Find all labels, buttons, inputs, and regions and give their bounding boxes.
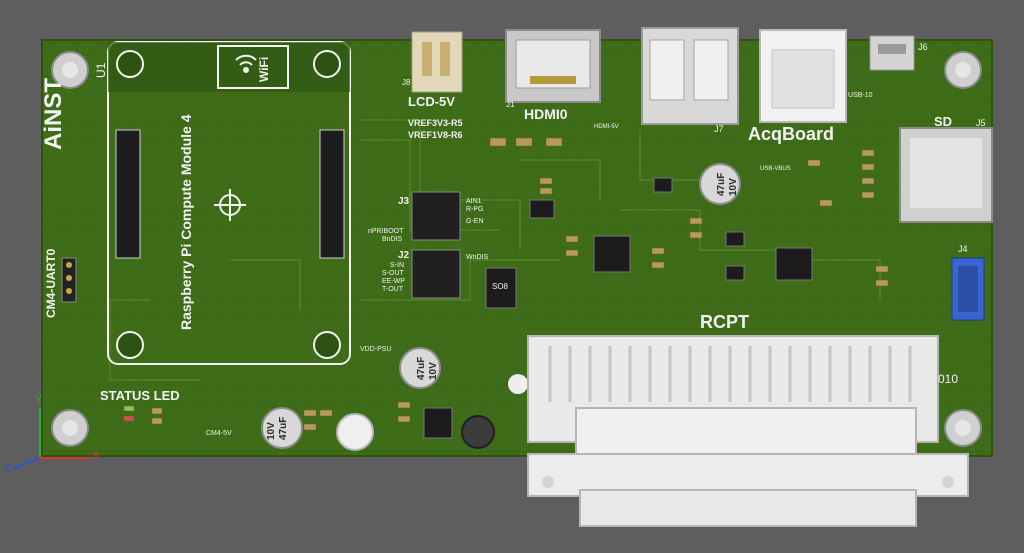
- j2-label: J2: [398, 250, 410, 261]
- lcd-connector: [411, 31, 463, 93]
- wifi-label: WiFi: [257, 56, 271, 82]
- j8-label: J8: [402, 78, 411, 87]
- sin-label: S-IN: [390, 262, 404, 269]
- so8-label: SO8: [492, 282, 509, 291]
- ce4-value: 47uF: [716, 172, 727, 196]
- j4-header: [951, 257, 985, 321]
- j7-label: J7: [714, 124, 724, 134]
- gen-label: G-EN: [466, 218, 484, 225]
- wifi-icon: [235, 54, 257, 73]
- switch-headers: [411, 191, 461, 299]
- uart-label: CM4-UART0: [44, 248, 58, 318]
- brand-label: AiNST: [40, 78, 67, 150]
- hdmi-label: HDMI0: [524, 106, 568, 122]
- usb-vbus-label: USB-VBUS: [760, 166, 791, 172]
- rcpt-connector: [527, 335, 969, 527]
- wndis-label: WnDIS: [466, 254, 489, 261]
- acqboard-connector: [759, 29, 847, 123]
- sd-card-slot: [899, 127, 993, 223]
- uart-header: [61, 257, 77, 303]
- u1-label: U1: [94, 62, 108, 78]
- smd-components: [123, 137, 889, 431]
- ce1-value: 47uF: [278, 416, 289, 440]
- rpg-label: R-PG: [466, 206, 484, 213]
- axis-triad: [13, 408, 90, 469]
- j5-label: J5: [976, 118, 986, 128]
- hdmi-5v-label: HDMI-5V: [594, 124, 619, 130]
- status-led-label: STATUS LED: [100, 388, 180, 403]
- usb10-label: USB-10: [848, 92, 873, 99]
- axis-z-label: Z: [4, 462, 11, 474]
- eewp-label: EE-WP: [382, 278, 405, 285]
- electrolytic-caps: [261, 163, 741, 451]
- axis-y-label: Y: [35, 394, 43, 406]
- micro-usb-connector: [869, 35, 915, 71]
- usb-connector: [641, 27, 739, 125]
- cm4-module-footprint: [107, 41, 351, 365]
- bndis-label: BnDIS: [382, 236, 403, 243]
- trace-group: [109, 119, 881, 381]
- ain1-label: AIN1: [466, 198, 482, 205]
- ics: [423, 177, 813, 439]
- ce3-voltage: 10V: [428, 362, 439, 380]
- sd-label: SD: [934, 114, 953, 129]
- j1-label: J1: [506, 100, 515, 109]
- lcd-label: LCD-5V: [408, 94, 455, 109]
- ce4-voltage: 10V: [728, 178, 739, 196]
- vref1-label: VREF1V8-R6: [408, 130, 463, 140]
- vddpsu-label: VDD-PSU: [360, 346, 392, 353]
- d10-label: 010: [938, 372, 959, 386]
- sout-label: S-OUT: [382, 270, 404, 277]
- tout-label: T-OUT: [382, 286, 403, 293]
- npriboot-label: nPRIBOOT: [368, 228, 404, 235]
- ce1-voltage: 10V: [266, 422, 277, 440]
- vref3-label: VREF3V3-R5: [408, 118, 463, 128]
- hdmi-connector: [505, 29, 601, 103]
- cm4-5v-label: CM4-5V: [206, 430, 232, 437]
- j4-label: J4: [958, 244, 968, 254]
- j3-label: J3: [398, 196, 410, 207]
- cm4-title: Raspberry Pi Compute Module 4: [178, 114, 194, 330]
- axis-x-label: X: [92, 450, 100, 462]
- mounting-holes: [51, 51, 982, 447]
- ce3-value: 47uF: [416, 356, 427, 380]
- acq-label: AcqBoard: [748, 124, 835, 144]
- rcpt-label: RCPT: [700, 312, 749, 332]
- j6-label: J6: [918, 42, 928, 52]
